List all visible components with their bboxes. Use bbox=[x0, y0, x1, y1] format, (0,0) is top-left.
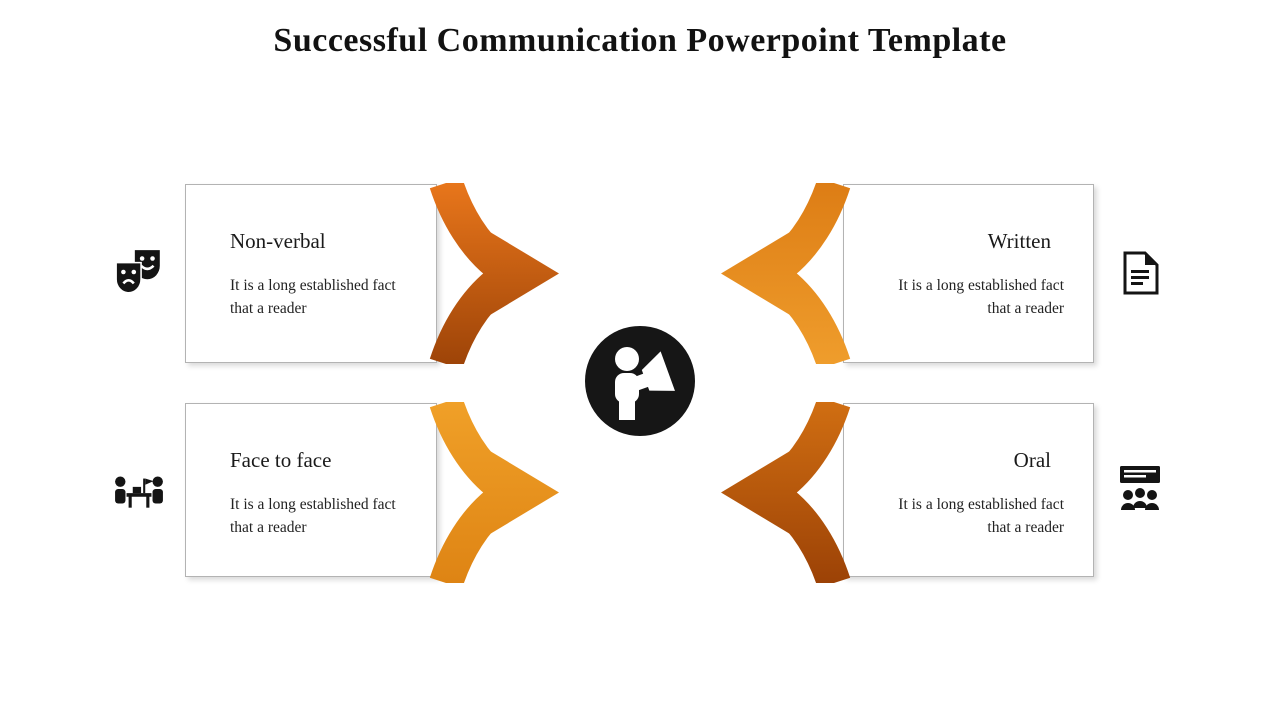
center-hub bbox=[585, 326, 695, 436]
card-body: It is a long established fact that a rea… bbox=[230, 277, 396, 318]
card-body: It is a long established fact that a rea… bbox=[898, 277, 1064, 318]
card-face-to-face: Face to face It is a long established fa… bbox=[185, 403, 437, 577]
presentation-audience-icon bbox=[1117, 464, 1163, 514]
card-heading: Non-verbal bbox=[230, 229, 326, 253]
slide-title: Successful Communication Powerpoint Temp… bbox=[273, 22, 1007, 59]
curved-arrow-right-icon bbox=[429, 402, 561, 583]
card-written: Written It is a long established fact th… bbox=[843, 184, 1094, 363]
curved-arrow-left-icon bbox=[719, 183, 851, 364]
card-body: It is a long established fact that a rea… bbox=[898, 496, 1064, 537]
document-icon bbox=[1119, 250, 1161, 296]
card-non-verbal: Non-verbal It is a long established fact… bbox=[185, 184, 437, 363]
card-heading: Written bbox=[987, 229, 1051, 253]
announcer-megaphone-icon bbox=[615, 347, 675, 420]
theater-masks-icon bbox=[114, 246, 164, 298]
curved-arrow-left-icon bbox=[719, 402, 851, 583]
card-oral: Oral It is a long established fact that … bbox=[843, 403, 1094, 577]
card-heading: Oral bbox=[1013, 448, 1051, 472]
meeting-table-icon bbox=[113, 466, 165, 514]
curved-arrow-right-icon bbox=[429, 183, 561, 364]
card-heading: Face to face bbox=[230, 448, 332, 472]
card-body: It is a long established fact that a rea… bbox=[230, 496, 396, 537]
